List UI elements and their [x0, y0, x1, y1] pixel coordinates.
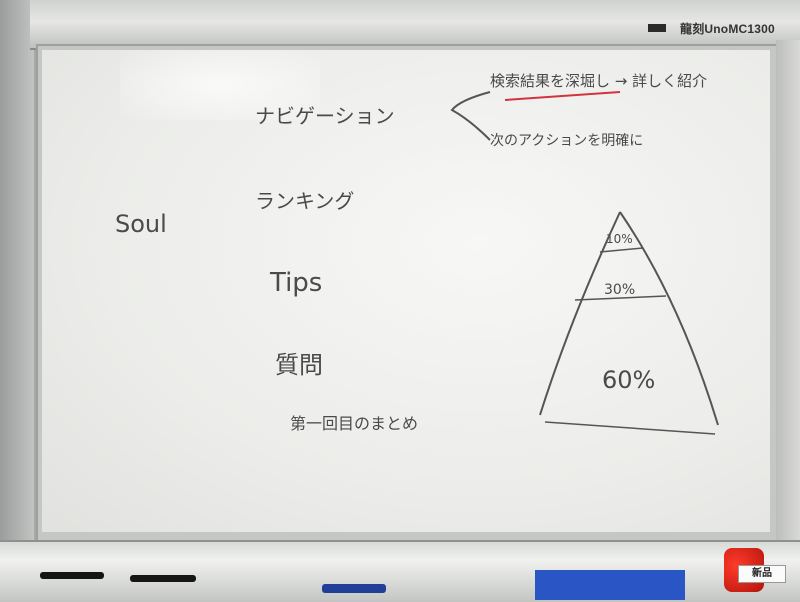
new-label: 新品	[738, 565, 786, 583]
bullet-question: 質問	[275, 351, 323, 379]
bullet-ranking: ランキング	[255, 189, 355, 213]
black-marker-1[interactable]	[40, 572, 104, 579]
top-rail	[30, 0, 800, 50]
brand-label: 龍刻UnoMC1300	[680, 22, 775, 36]
note-top: 検索結果を深堀し → 詳しく紹介	[490, 72, 708, 90]
pyramid-label-mid: 30%	[604, 282, 636, 298]
black-marker-2[interactable]	[130, 575, 196, 582]
brand-logo-strip	[648, 24, 666, 32]
right-post	[776, 40, 800, 560]
pyramid-label-top: 10%	[606, 232, 633, 246]
pyramid-line-2	[574, 295, 667, 301]
blue-marker[interactable]	[322, 584, 386, 593]
left-post	[0, 0, 34, 560]
note-second: 次のアクションを明確に	[490, 133, 644, 149]
red-underline	[504, 91, 621, 101]
bullet-tips: Tips	[270, 268, 323, 298]
pyramid-left-edge	[539, 211, 621, 416]
bullet-navigation: ナビゲーション	[255, 104, 395, 128]
whiteboard	[42, 50, 770, 532]
pyramid-line-1	[599, 247, 644, 253]
bracket-stroke	[450, 91, 491, 141]
pyramid-label-bottom: 60%	[602, 366, 656, 394]
pyramid-base	[544, 421, 716, 435]
blue-marker-box	[535, 570, 685, 600]
bottom-line: 第一回目のまとめ	[290, 414, 419, 433]
pyramid-right-edge	[619, 211, 719, 426]
board-glare	[120, 50, 320, 120]
soul-label: Soul	[115, 210, 167, 238]
